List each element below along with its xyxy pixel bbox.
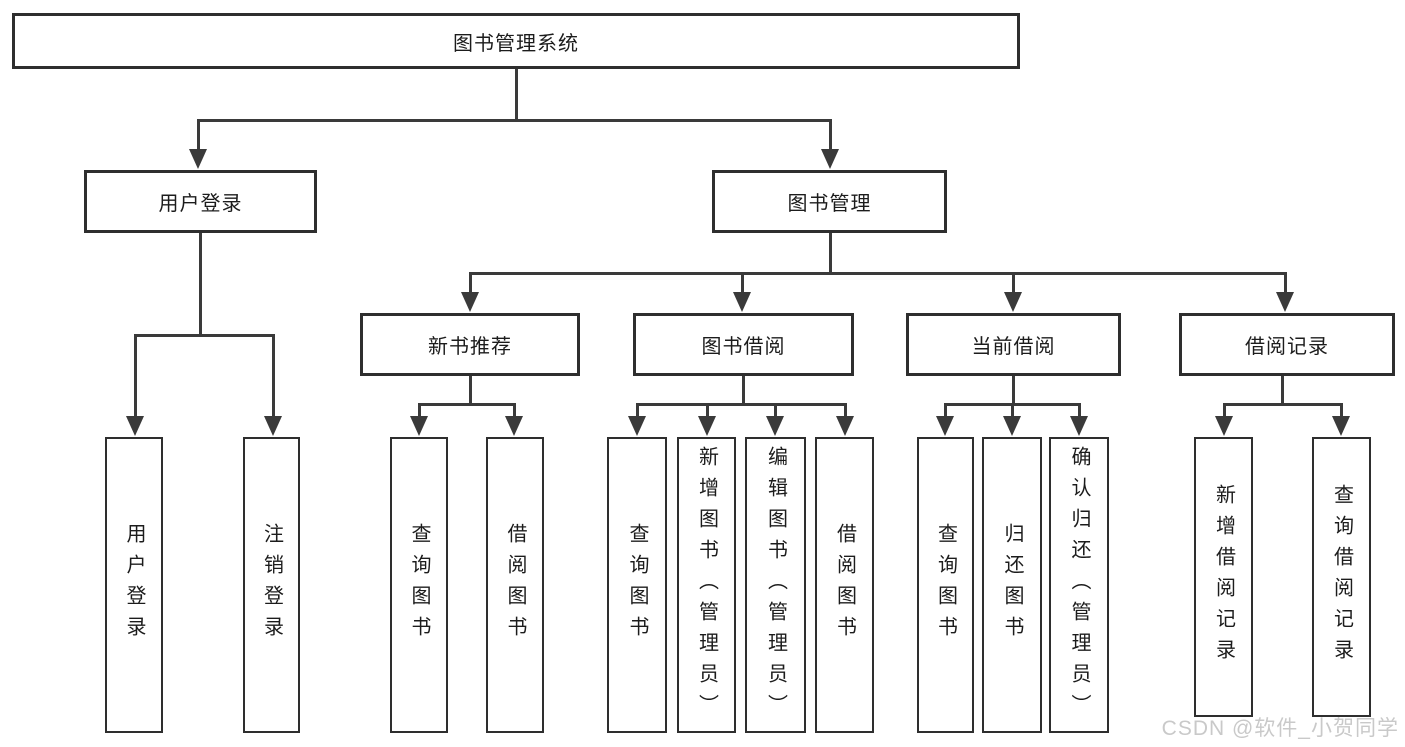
arrow-down-icon — [1011, 273, 1015, 293]
connector-borrowing-records-branch — [1222, 402, 1343, 406]
node-user-login-leaf: 用户登录 — [105, 437, 163, 733]
node-query-borrow-record: 查询借阅记录 — [1312, 437, 1371, 717]
node-query-books-3: 查询图书 — [917, 437, 974, 733]
arrow-down-icon — [1010, 404, 1014, 417]
node-label: 图书管理 — [787, 193, 872, 215]
node-new-book-recommendation: 新书推荐 — [360, 313, 580, 376]
arrow-down-icon — [1077, 404, 1081, 417]
connector-book-management-stub — [828, 233, 832, 273]
arrow-down-icon — [271, 335, 275, 417]
node-label: 新增图书（管理员） — [695, 445, 718, 725]
node-borrow-books-1: 借阅图书 — [486, 437, 544, 733]
node-label: 借阅记录 — [1245, 336, 1329, 358]
node-label: 查询借阅记录 — [1330, 484, 1353, 670]
node-book-management: 图书管理 — [712, 170, 947, 233]
arrow-down-icon — [740, 273, 744, 293]
node-label: 查询图书 — [408, 523, 430, 647]
node-label: 图书管理系统 — [453, 32, 579, 55]
node-label: 用户登录 — [123, 523, 145, 647]
connector-user-login-stub — [198, 233, 202, 335]
connector-new-book-stub — [468, 376, 472, 404]
arrow-down-icon — [843, 404, 847, 417]
arrow-down-icon — [828, 120, 832, 150]
node-label: 图书借阅 — [701, 336, 786, 358]
connector-book-borrowing-stub — [741, 376, 745, 404]
node-current-borrowing: 当前借阅 — [906, 313, 1121, 376]
arrow-down-icon — [468, 273, 472, 293]
connector-current-borrowing-stub — [1011, 376, 1015, 404]
node-label: 归还图书 — [1001, 523, 1023, 647]
arrow-down-icon — [943, 404, 947, 417]
node-return-books: 归还图书 — [982, 437, 1042, 733]
node-label: 借阅图书 — [833, 523, 856, 647]
node-query-books-1: 查询图书 — [390, 437, 448, 733]
node-label: 当前借阅 — [971, 336, 1056, 358]
arrow-down-icon — [133, 335, 137, 417]
arrow-down-icon — [1222, 404, 1226, 417]
node-label: 注销登录 — [260, 523, 283, 647]
node-label: 查询图书 — [626, 523, 648, 647]
connector-root-stub — [514, 69, 518, 120]
node-book-borrowing: 图书借阅 — [633, 313, 854, 376]
arrow-down-icon — [1283, 273, 1287, 293]
node-add-book-admin: 新增图书（管理员） — [677, 437, 736, 733]
node-borrowing-records: 借阅记录 — [1179, 313, 1395, 376]
node-library-management-system: 图书管理系统 — [12, 13, 1020, 69]
node-edit-book-admin: 编辑图书（管理员） — [745, 437, 806, 733]
node-label: 借阅图书 — [504, 523, 526, 647]
arrow-down-icon — [196, 120, 200, 150]
arrow-down-icon — [512, 404, 516, 417]
connector-new-book-branch — [417, 402, 516, 406]
node-label: 新书推荐 — [428, 336, 512, 358]
node-add-borrow-record: 新增借阅记录 — [1194, 437, 1253, 717]
node-query-books-2: 查询图书 — [607, 437, 667, 733]
node-logout: 注销登录 — [243, 437, 300, 733]
connector-root-branch — [196, 118, 832, 122]
arrow-down-icon — [705, 404, 709, 417]
connector-book-borrowing-branch — [635, 402, 847, 406]
arrow-down-icon — [773, 404, 777, 417]
node-confirm-return-admin: 确认归还（管理员） — [1049, 437, 1109, 733]
csdn-watermark: CSDN @软件_小贺同学 — [1161, 717, 1399, 740]
node-label: 查询图书 — [934, 523, 957, 647]
arrow-down-icon — [417, 404, 421, 417]
node-borrow-books-2: 借阅图书 — [815, 437, 874, 733]
connector-borrowing-records-stub — [1280, 376, 1284, 404]
node-label: 新增借阅记录 — [1212, 484, 1235, 670]
connector-user-login-branch — [133, 333, 275, 337]
node-user-login: 用户登录 — [84, 170, 317, 233]
arrow-down-icon — [635, 404, 639, 417]
node-label: 确认归还（管理员） — [1068, 445, 1090, 725]
connector-book-management-branch — [468, 271, 1287, 275]
arrow-down-icon — [1339, 404, 1343, 417]
node-label: 用户登录 — [158, 193, 243, 215]
node-label: 编辑图书（管理员） — [764, 445, 787, 725]
